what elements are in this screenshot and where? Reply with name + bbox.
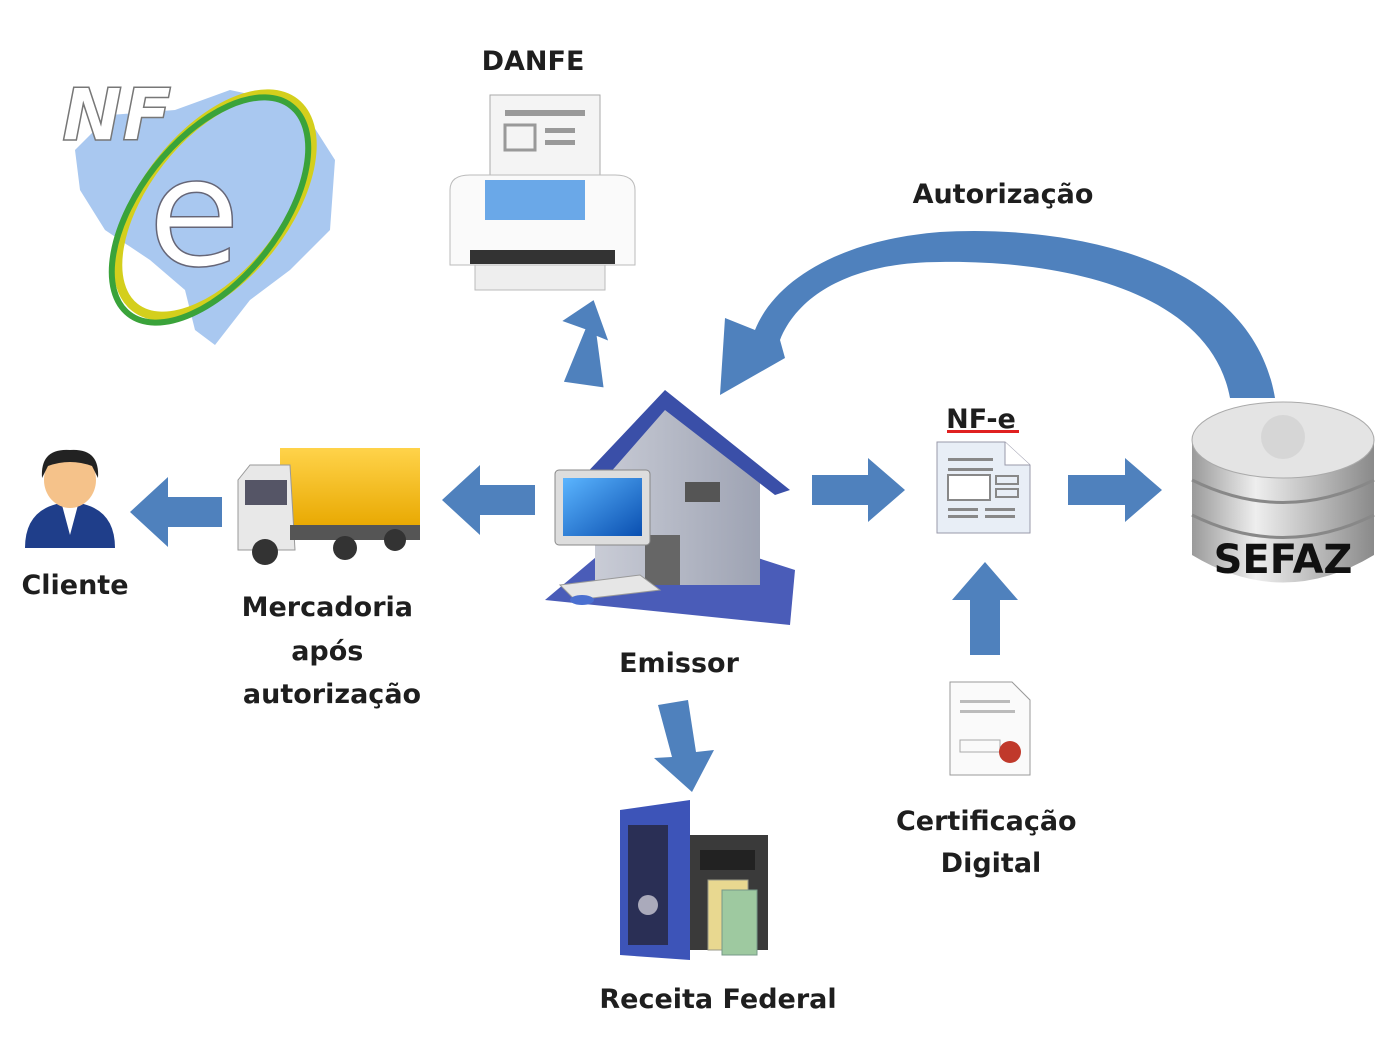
certificacao-line-2: Digital [941, 848, 1042, 879]
arrow-to-danfe [562, 300, 609, 388]
arrow-to-receita [654, 700, 714, 792]
logo-text-e: e [148, 127, 240, 301]
certificate-icon [949, 681, 1031, 776]
autorizacao-arrow [720, 230, 1275, 398]
person-icon [25, 449, 115, 548]
mercadoria-line-3: autorização [243, 679, 421, 710]
nfe-label: NF-e [946, 404, 1016, 435]
printer-icon [449, 94, 636, 291]
database-icon [1191, 401, 1375, 583]
emissor-house-icon [545, 390, 795, 625]
arrow-to-cliente [130, 477, 222, 547]
danfe-label: DANFE [482, 46, 585, 77]
arrow-to-nfe [812, 458, 905, 522]
mercadoria-line-2: após [291, 636, 363, 667]
nfe-underline [947, 430, 1019, 433]
nfe-logo: NF e [61, 72, 335, 345]
arrow-to-mercadoria [442, 465, 535, 535]
arrow-from-certificacao [952, 562, 1018, 655]
server-vault-icon [620, 800, 768, 960]
mercadoria-label: Mercadoria após autorização [242, 592, 423, 710]
emissor-label: Emissor [619, 648, 740, 679]
autorizacao-label: Autorização [913, 179, 1094, 210]
sefaz-label: SEFAZ [1214, 537, 1353, 583]
cliente-label: Cliente [21, 570, 128, 601]
arrow-to-sefaz [1068, 458, 1162, 522]
receita-label: Receita Federal [599, 984, 836, 1015]
certificacao-line-1: Certificação [896, 806, 1077, 837]
truck-icon [237, 448, 420, 565]
brazil-map-icon [75, 90, 335, 345]
nfe-document-icon [936, 441, 1031, 534]
logo-ring-green [108, 94, 312, 326]
logo-text-nf: NF [62, 73, 171, 157]
mercadoria-line-1: Mercadoria [242, 592, 413, 623]
certificacao-label: Certificação Digital [896, 806, 1086, 879]
